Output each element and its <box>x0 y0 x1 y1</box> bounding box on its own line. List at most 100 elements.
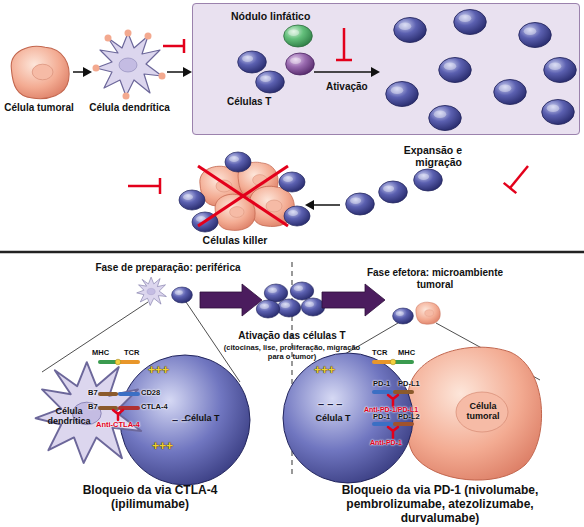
tumor-cell-large <box>406 347 541 480</box>
dendritic-cell <box>125 30 132 37</box>
killer-cell-node: Células killer <box>165 150 305 250</box>
connector-line <box>167 71 185 73</box>
block-arrow <box>200 284 262 316</box>
inhibitor-symbol <box>510 166 528 188</box>
killer-cluster <box>179 190 205 210</box>
expansion-node: Expansão e migração <box>340 140 470 222</box>
activated-t-cells <box>454 10 487 35</box>
zoom-lines <box>42 302 148 372</box>
inhibitor-symbol <box>163 45 184 48</box>
molecule-label: PD-1 <box>373 413 390 422</box>
killer-cluster <box>179 152 310 232</box>
receptor-pairs <box>120 392 138 396</box>
node-text: Célula tumoral <box>0 102 78 114</box>
inhibitor-symbol <box>128 185 160 188</box>
migrating-t-cells <box>414 169 443 191</box>
tumor-cell <box>11 46 69 98</box>
activated-t-cells <box>542 100 575 125</box>
tumor-cell-node: Célula tumoral <box>405 345 545 480</box>
activated-t-cells <box>264 284 287 302</box>
activated-t-cells <box>256 282 324 318</box>
activated-t-cells <box>519 23 552 48</box>
arrow-head <box>183 67 192 77</box>
killer-cluster <box>279 172 305 192</box>
t-cell-node: Célula T <box>283 353 413 483</box>
molecule-label: B7 <box>88 389 98 398</box>
t-cell-large <box>120 355 250 485</box>
effector-cells <box>393 302 441 324</box>
receptor-pairs <box>374 360 391 364</box>
molecule-label: CD28 <box>141 389 160 398</box>
molecule-label: PD-L2 <box>398 413 420 422</box>
receptor-pairs <box>100 360 116 364</box>
dendritic-cell <box>96 33 162 96</box>
node-text: Expansão e migração <box>380 144 462 168</box>
charge-mark: +++ <box>152 440 173 454</box>
receptor-pairs <box>395 422 412 426</box>
peptide-symbol <box>115 359 396 365</box>
molecule-label: TCR <box>124 349 139 358</box>
dendritic-cell-node: Célula dendrítica <box>36 362 144 468</box>
molecule-label: PD-L1 <box>398 380 420 389</box>
lymph-node-box: Nódulo linfático <box>192 3 580 135</box>
receptor-pairs <box>120 360 138 364</box>
dendritic-cell-large <box>36 362 142 463</box>
connector-line <box>73 71 85 73</box>
charge-mark: +++ <box>148 364 169 378</box>
migrating-t-cells <box>379 181 408 203</box>
activation-node: Ativação das células T(citocinas, lise, … <box>262 283 322 319</box>
activation-arrow <box>314 71 372 73</box>
receptor-pairs <box>100 362 412 424</box>
dendritic-cell <box>105 35 112 42</box>
pathway-heading: Bloqueio da via PD-1 (nivolumabe, pembro… <box>335 484 545 525</box>
dendritic-cell <box>123 93 130 100</box>
pathway-heading: Bloqueio da via CTLA-4 (ipilimumabe) <box>50 484 250 512</box>
receptor-pairs <box>374 422 391 426</box>
antibody-label: Anti-CTLA-4 <box>96 421 140 430</box>
dendritic-cell <box>159 73 166 80</box>
t-cell-group <box>286 53 315 75</box>
inhibitor-symbol <box>163 39 184 53</box>
node-text: (citocinas, lise, proliferação, migração… <box>217 344 367 361</box>
node-text: Fase efetora: microambiente tumoral <box>365 267 505 290</box>
node-text: Célula T <box>303 413 363 423</box>
effector-cells <box>416 302 441 324</box>
flow-arrow <box>305 200 340 210</box>
activated-t-cells <box>544 58 577 83</box>
receptor-pairs <box>374 390 391 394</box>
node-text: Célula T <box>172 413 232 423</box>
activated-t-cells <box>386 10 577 131</box>
t-cell-large <box>283 353 413 483</box>
activated-t-cells <box>494 80 527 105</box>
receptor-pairs <box>100 392 116 396</box>
phase-node: Fase de preparação: periférica <box>138 276 200 306</box>
tumor-cell-node: Célula tumoral <box>5 40 73 115</box>
t-cell-node: Célula T <box>120 355 250 485</box>
priming-cells <box>137 277 167 305</box>
arrow-head <box>305 200 314 210</box>
killer-cluster <box>225 152 251 172</box>
antibody-symbol <box>113 410 123 420</box>
dendritic-cell <box>93 65 100 72</box>
inhibitor-symbol <box>343 28 346 60</box>
tumor-cell-large <box>406 347 541 480</box>
priming-cells <box>137 277 193 305</box>
priming-cells <box>172 287 193 303</box>
antibody-symbol <box>113 395 398 438</box>
molecule-label: PD-1 <box>373 380 390 389</box>
group-label: Células T <box>227 96 271 108</box>
activated-t-cells <box>439 58 472 83</box>
node-text: Fase de preparação: periférica <box>53 262 283 274</box>
node-text: Nódulo linfático <box>231 10 371 22</box>
activated-t-cells <box>256 300 279 318</box>
dendritic-cell <box>93 30 166 100</box>
dendritic-cell-large <box>36 362 142 463</box>
t-cell-group <box>238 25 315 93</box>
molecule-label: TCR <box>372 349 387 358</box>
antibody-symbol <box>388 427 398 438</box>
antibody-symbol <box>388 395 398 406</box>
